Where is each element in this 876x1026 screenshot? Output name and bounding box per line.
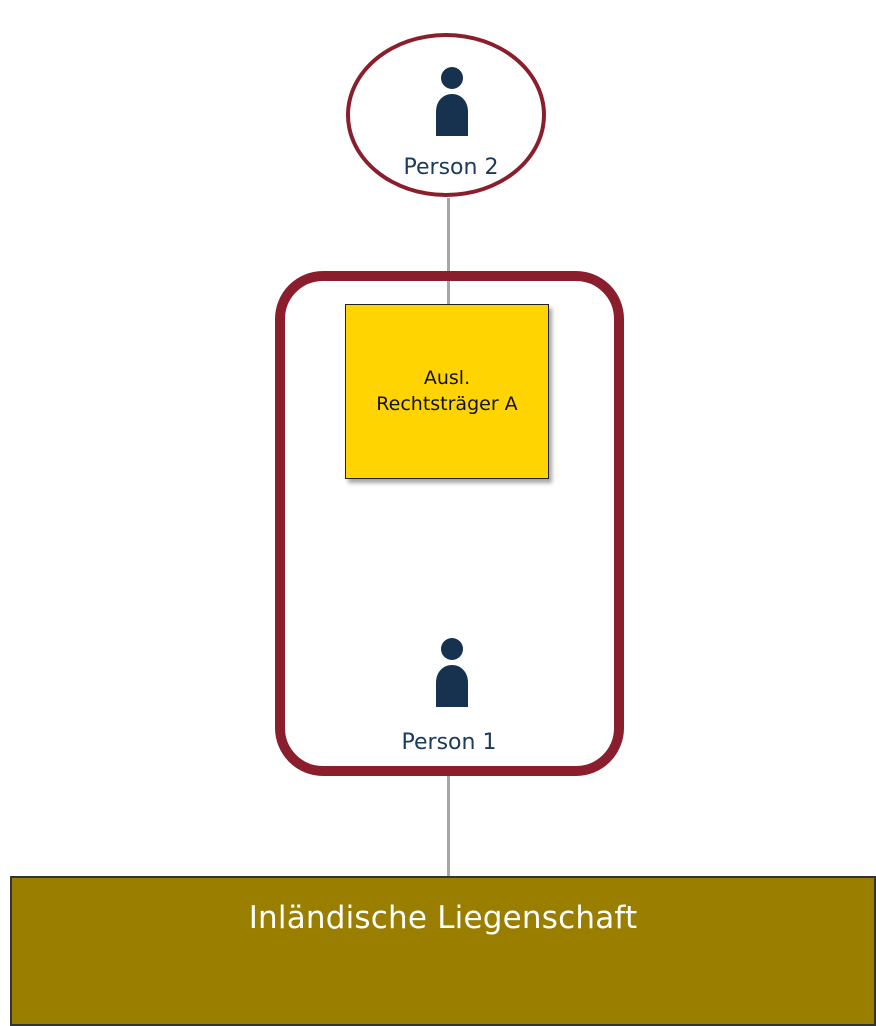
connector-person2-to-entity	[447, 198, 450, 310]
property-box: Inländische Liegenschaft	[10, 876, 876, 1026]
entity-box: Ausl. Rechtsträger A	[345, 304, 549, 479]
connector-group-to-property	[447, 772, 450, 878]
person-icon	[436, 638, 468, 707]
group-boundary	[275, 271, 624, 776]
person1-label: Person 1	[401, 730, 497, 755]
entity-label-line2: Rechtsträger A	[376, 392, 518, 415]
person-icon	[436, 67, 468, 136]
entity-label-line1: Ausl.	[423, 366, 471, 389]
property-label: Inländische Liegenschaft	[248, 900, 638, 936]
person2-label: Person 2	[403, 155, 499, 180]
